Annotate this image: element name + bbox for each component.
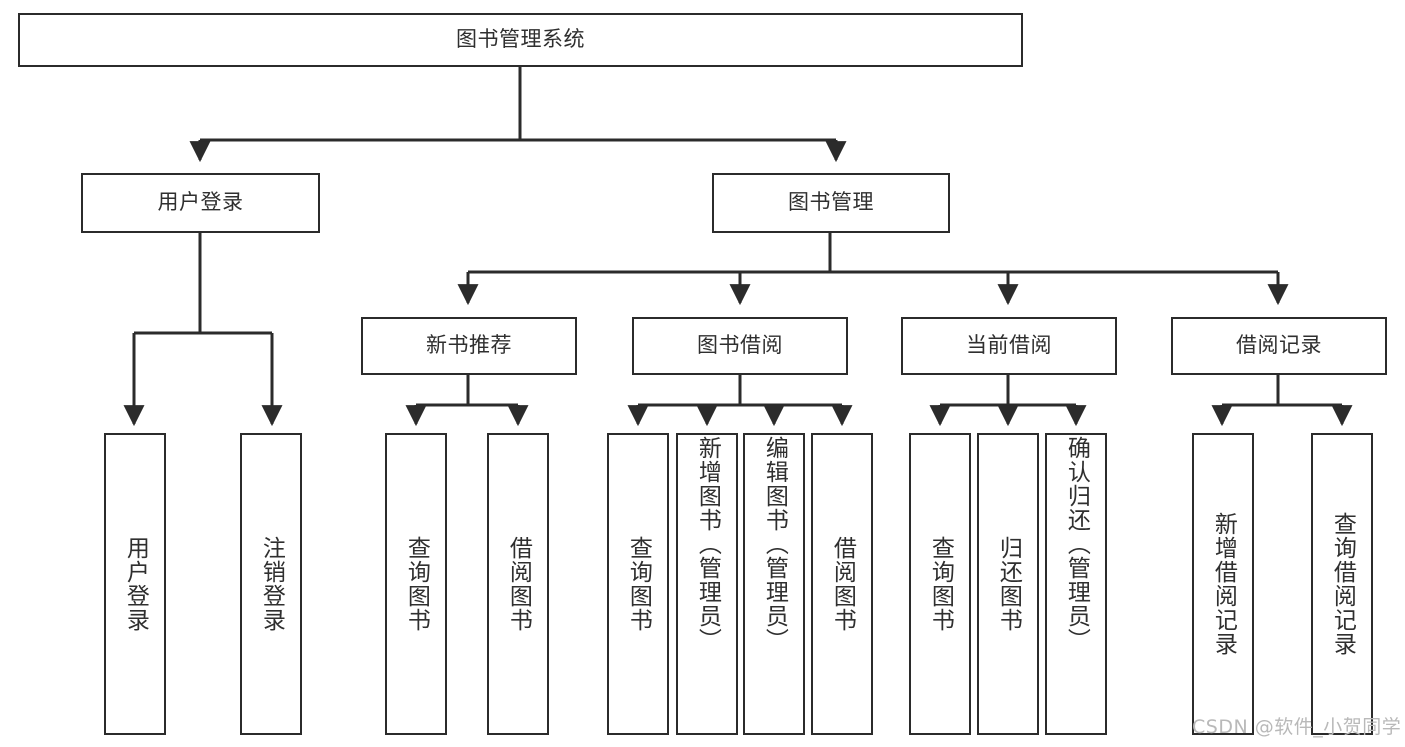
node-label: 查询图书 <box>927 536 954 632</box>
leaf-add-book-admin[interactable]: 新增图书（管理员） <box>676 433 738 735</box>
node-user-login[interactable]: 用户登录 <box>81 173 320 233</box>
node-label: 查询借阅记录 <box>1329 512 1356 656</box>
leaf-confirm-return-admin[interactable]: 确认归还（管理员） <box>1045 433 1107 735</box>
leaf-query-book-recommend[interactable]: 查询图书 <box>385 433 447 735</box>
leaf-add-borrow-record[interactable]: 新增借阅记录 <box>1192 433 1254 735</box>
node-book-management-system[interactable]: 图书管理系统 <box>18 13 1023 67</box>
leaf-logout[interactable]: 注销登录 <box>240 433 302 735</box>
node-book-management[interactable]: 图书管理 <box>712 173 950 233</box>
node-label: 注销登录 <box>258 536 285 632</box>
leaf-borrow-book[interactable]: 借阅图书 <box>811 433 873 735</box>
node-label: 确认归还（管理员） <box>1063 436 1090 652</box>
leaf-user-login[interactable]: 用户登录 <box>104 433 166 735</box>
leaf-query-borrow-record[interactable]: 查询借阅记录 <box>1311 433 1373 735</box>
watermark: CSDN @软件_小贺同学 <box>1192 716 1402 738</box>
node-book-borrow[interactable]: 图书借阅 <box>632 317 848 375</box>
leaf-edit-book-admin[interactable]: 编辑图书（管理员） <box>743 433 805 735</box>
node-label: 图书借阅 <box>697 333 783 358</box>
leaf-query-book-current[interactable]: 查询图书 <box>909 433 971 735</box>
node-label: 查询图书 <box>403 536 430 632</box>
node-new-book-recommend[interactable]: 新书推荐 <box>361 317 577 375</box>
node-current-borrow[interactable]: 当前借阅 <box>901 317 1117 375</box>
node-label: 用户登录 <box>122 536 149 632</box>
node-label: 借阅图书 <box>505 536 532 632</box>
node-label: 新书推荐 <box>426 333 512 358</box>
node-label: 用户登录 <box>157 190 244 215</box>
leaf-borrow-book-recommend[interactable]: 借阅图书 <box>487 433 549 735</box>
node-label: 查询图书 <box>625 536 652 632</box>
node-borrow-records[interactable]: 借阅记录 <box>1171 317 1387 375</box>
leaf-query-book-borrow[interactable]: 查询图书 <box>607 433 669 735</box>
node-label: 归还图书 <box>995 536 1022 632</box>
leaf-return-book[interactable]: 归还图书 <box>977 433 1039 735</box>
node-label: 编辑图书（管理员） <box>761 436 788 652</box>
node-label: 借阅记录 <box>1236 333 1322 358</box>
node-label: 当前借阅 <box>966 333 1052 358</box>
node-label: 新增借阅记录 <box>1210 512 1237 656</box>
node-label: 图书管理 <box>788 190 874 215</box>
node-label: 借阅图书 <box>829 536 856 632</box>
node-label: 新增图书（管理员） <box>694 436 721 652</box>
node-label: 图书管理系统 <box>456 27 585 52</box>
